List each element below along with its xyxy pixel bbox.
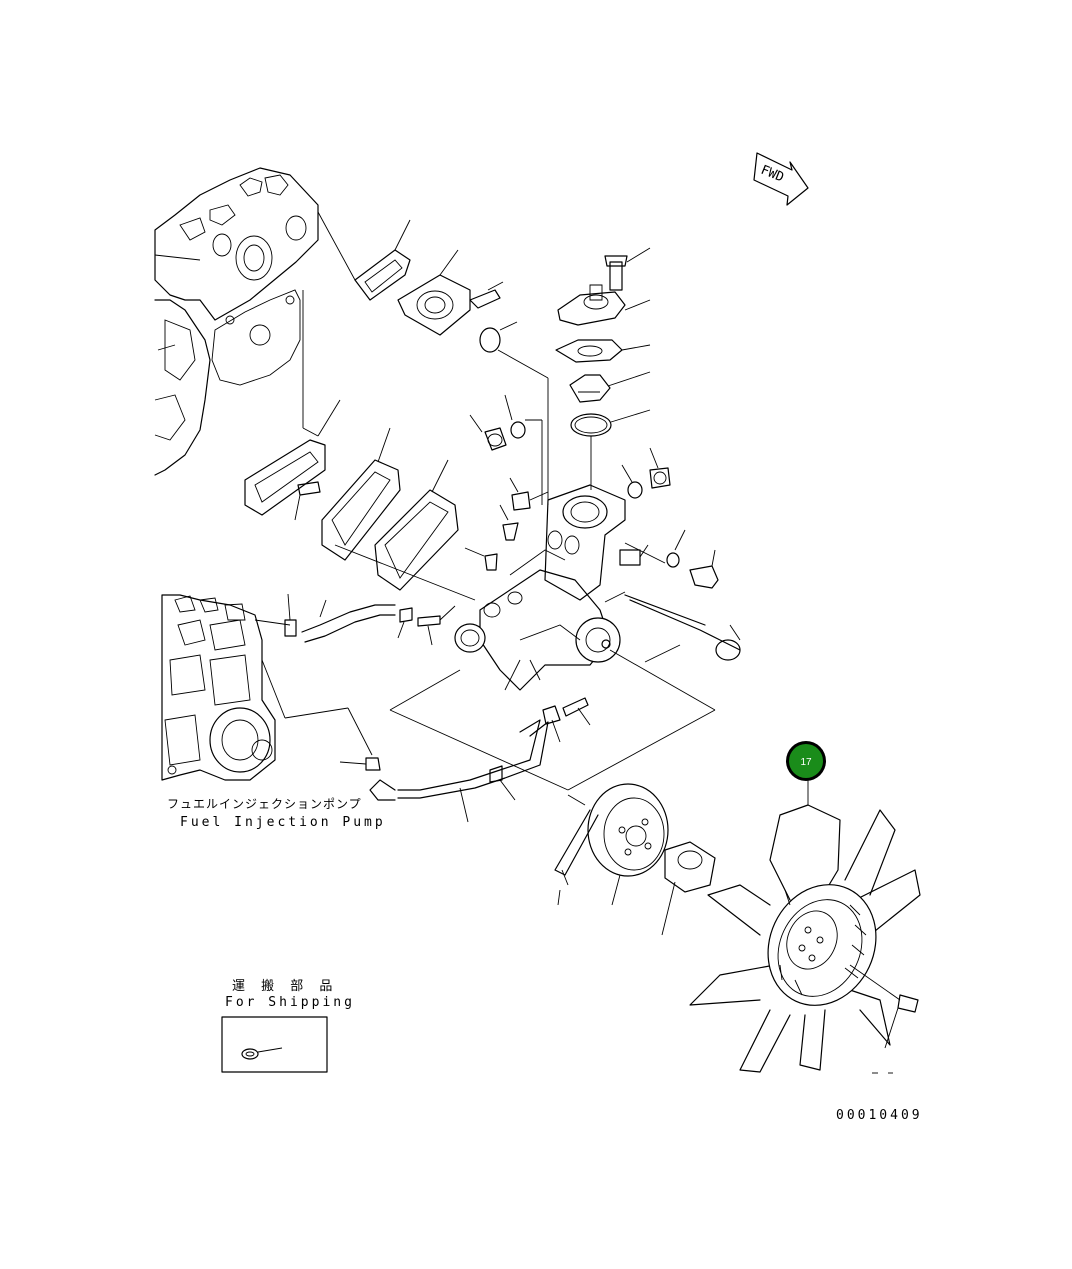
belt-lines (389, 644, 716, 806)
fuel-pump-label-jp: フュエルインジェクションポンプ (167, 797, 362, 811)
shipping-label-en: For Shipping (225, 995, 355, 1010)
shipping-label-jp: 運 搬 部 品 (232, 979, 338, 994)
cooling-fan (689, 780, 921, 1074)
fwd-arrow: FWD (753, 152, 809, 206)
fan-spacer (661, 841, 716, 936)
fuel-injection-pump (161, 594, 373, 781)
callout-17-number: 17 (800, 757, 812, 768)
callout-17[interactable]: 17 (786, 741, 826, 781)
shipping-box: 運 搬 部 品 For Shipping (221, 979, 355, 1073)
upper-gasket-group (317, 211, 549, 505)
engine-block (154, 167, 319, 476)
side-gaskets (244, 290, 476, 601)
pulley (554, 783, 669, 906)
hoses (284, 593, 591, 823)
drawing-number: 00010409 (836, 1108, 923, 1123)
fittings (464, 394, 741, 661)
water-pump (454, 484, 626, 691)
thermostat-stack (555, 247, 651, 490)
fuel-pump-label-en: Fuel Injection Pump (180, 815, 386, 830)
fwd-label: FWD (759, 163, 787, 186)
